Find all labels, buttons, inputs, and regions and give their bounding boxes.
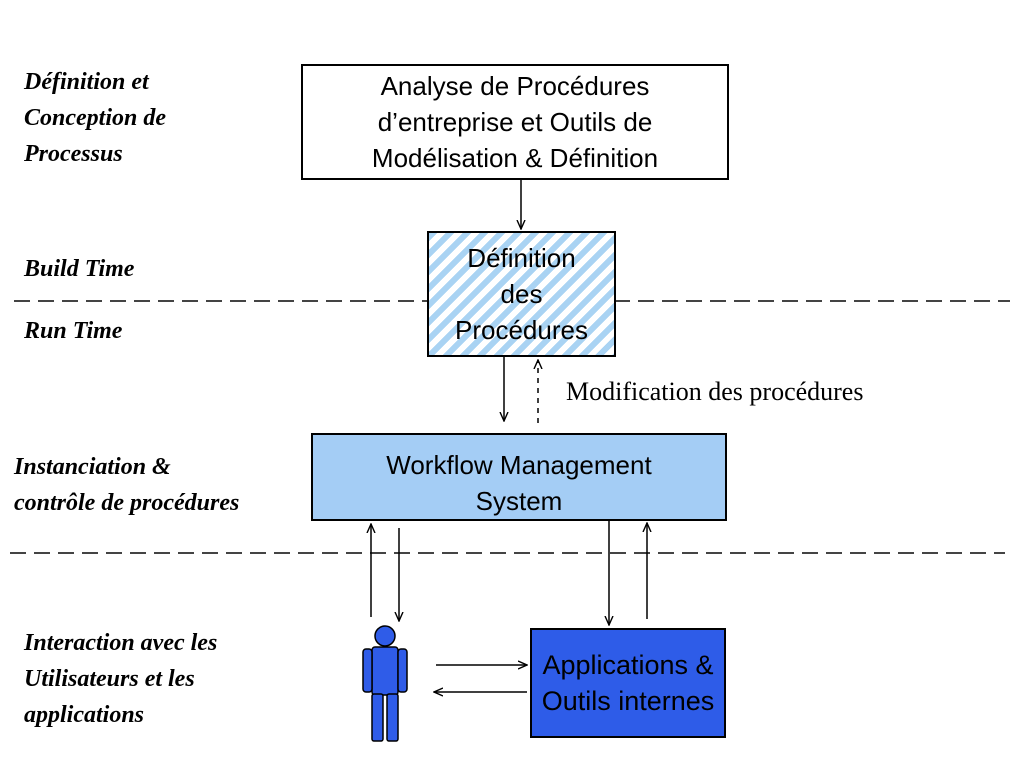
box-wms-label: Workflow Management System [386,450,652,516]
annotation-modification: Modification des procédures [566,377,864,406]
box-workflow-management-system: Workflow Management System [311,433,727,521]
box-analyse-procedures: Analyse de Procédures d’entreprise et Ou… [301,64,729,180]
box-applications-outils: Applications & Outils internes [530,628,726,738]
label-interaction: Interaction avec les Utilisateurs et les… [24,630,218,728]
box-analyse-label: Analyse de Procédures d’entreprise et Ou… [371,71,659,173]
label-definition-conception: Définition et Conception de Processus [24,69,166,167]
box-apps-label: Applications & Outils internes [541,650,715,716]
label-instanciation: Instanciation & contrôle de procédures [14,454,240,516]
label-build-time: Build Time [24,256,135,282]
user-icon [362,625,408,742]
box-definition-procedures: Définition des Procédures [427,231,616,357]
label-run-time: Run Time [24,318,123,344]
box-definition-label: Définition des Procédures [455,243,588,345]
